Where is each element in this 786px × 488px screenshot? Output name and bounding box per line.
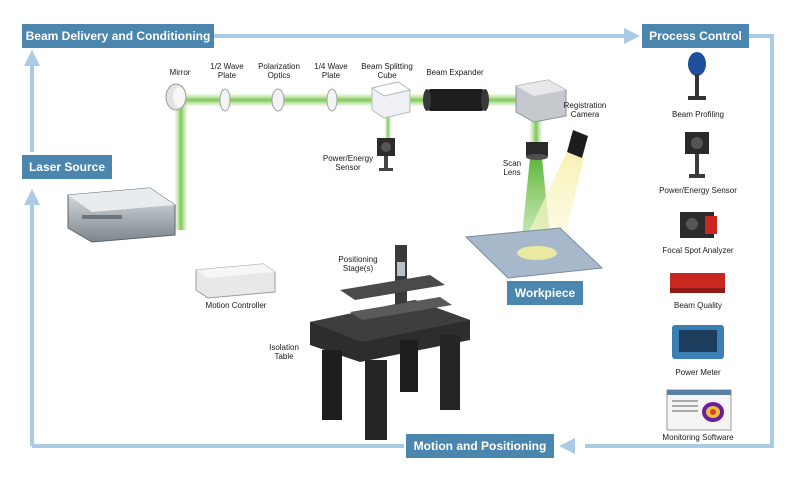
loop-frame — [30, 34, 774, 448]
scan-head-device — [515, 79, 567, 123]
motion-controller-device — [195, 263, 276, 299]
workpiece-plate — [464, 227, 604, 279]
label-registration-camera: Registration Camera — [563, 101, 607, 119]
positioning-stage-device — [340, 245, 452, 320]
label-half-wave-plate: 1/2 Wave Plate — [210, 62, 244, 80]
icon-focal-spot-analyzer — [680, 212, 717, 238]
optic-elements — [219, 88, 338, 112]
beam-to-sensor — [385, 110, 391, 140]
scan-lens-device — [526, 142, 548, 160]
label-polarization-optics: Polarization Optics — [258, 62, 300, 80]
laser-source-box: Laser Source — [22, 155, 112, 179]
label-beam-profiling: Beam Profiling — [671, 110, 725, 119]
label-motion-controller: Motion Controller — [205, 301, 267, 310]
icon-beam-quality — [670, 273, 725, 293]
arrowhead-left-lower — [24, 189, 40, 205]
label-power-energy-sensor-pc: Power/Energy Sensor — [659, 186, 737, 195]
label-quarter-wave-plate: 1/4 Wave Plate — [314, 62, 348, 80]
beam-splitting-cube — [370, 81, 412, 119]
beam-vertical — [175, 100, 187, 230]
polarization-optic — [271, 88, 285, 112]
quarter-wave-plate — [326, 88, 338, 112]
registration-camera-device — [520, 130, 588, 250]
icon-beam-profiling — [688, 52, 706, 100]
icon-power-energy-sensor — [685, 132, 709, 178]
mirror-device — [165, 83, 187, 111]
arrow-right — [585, 34, 774, 448]
label-beam-expander: Beam Expander — [426, 68, 484, 77]
arrowhead-bottom — [559, 438, 575, 454]
label-power-energy-sensor: Power/Energy Sensor — [322, 154, 374, 172]
label-beam-quality: Beam Quality — [673, 301, 723, 310]
beam-horizontal-1 — [175, 94, 415, 106]
label-positioning-stages: Positioning Stage(s) — [338, 255, 378, 273]
label-scan-lens: Scan Lens — [502, 159, 522, 177]
camera-light-cone — [520, 150, 584, 250]
table-leg-3 — [400, 340, 418, 392]
label-power-meter: Power Meter — [675, 368, 721, 377]
beam-delivery-box: Beam Delivery and Conditioning — [22, 24, 214, 48]
isolation-table-device — [310, 300, 470, 440]
arrowhead-top — [624, 28, 640, 44]
laser-beam — [175, 94, 552, 255]
laser-source-device — [67, 187, 176, 243]
label-mirror: Mirror — [169, 68, 191, 77]
table-leg-2 — [365, 360, 387, 440]
beam-expander-device — [423, 89, 489, 111]
label-focal-spot-analyzer: Focal Spot Analyzer — [662, 246, 734, 255]
label-isolation-table: Isolation Table — [269, 343, 299, 361]
arrowheads — [24, 28, 640, 454]
table-leg-4 — [440, 335, 460, 410]
process-control-box: Process Control — [642, 24, 749, 48]
table-leg-1 — [322, 350, 342, 420]
label-monitoring-software: Monitoring Software — [662, 433, 734, 442]
half-wave-plate — [219, 88, 231, 112]
power-energy-sensor-device — [377, 138, 395, 171]
workpiece-box: Workpiece — [507, 281, 583, 305]
arrowhead-left-upper — [24, 50, 40, 66]
motion-positioning-box: Motion and Positioning — [406, 434, 554, 458]
label-beam-splitting-cube: Beam Splitting Cube — [361, 62, 413, 80]
icon-power-meter — [672, 325, 724, 359]
icon-monitoring-software — [666, 389, 732, 431]
